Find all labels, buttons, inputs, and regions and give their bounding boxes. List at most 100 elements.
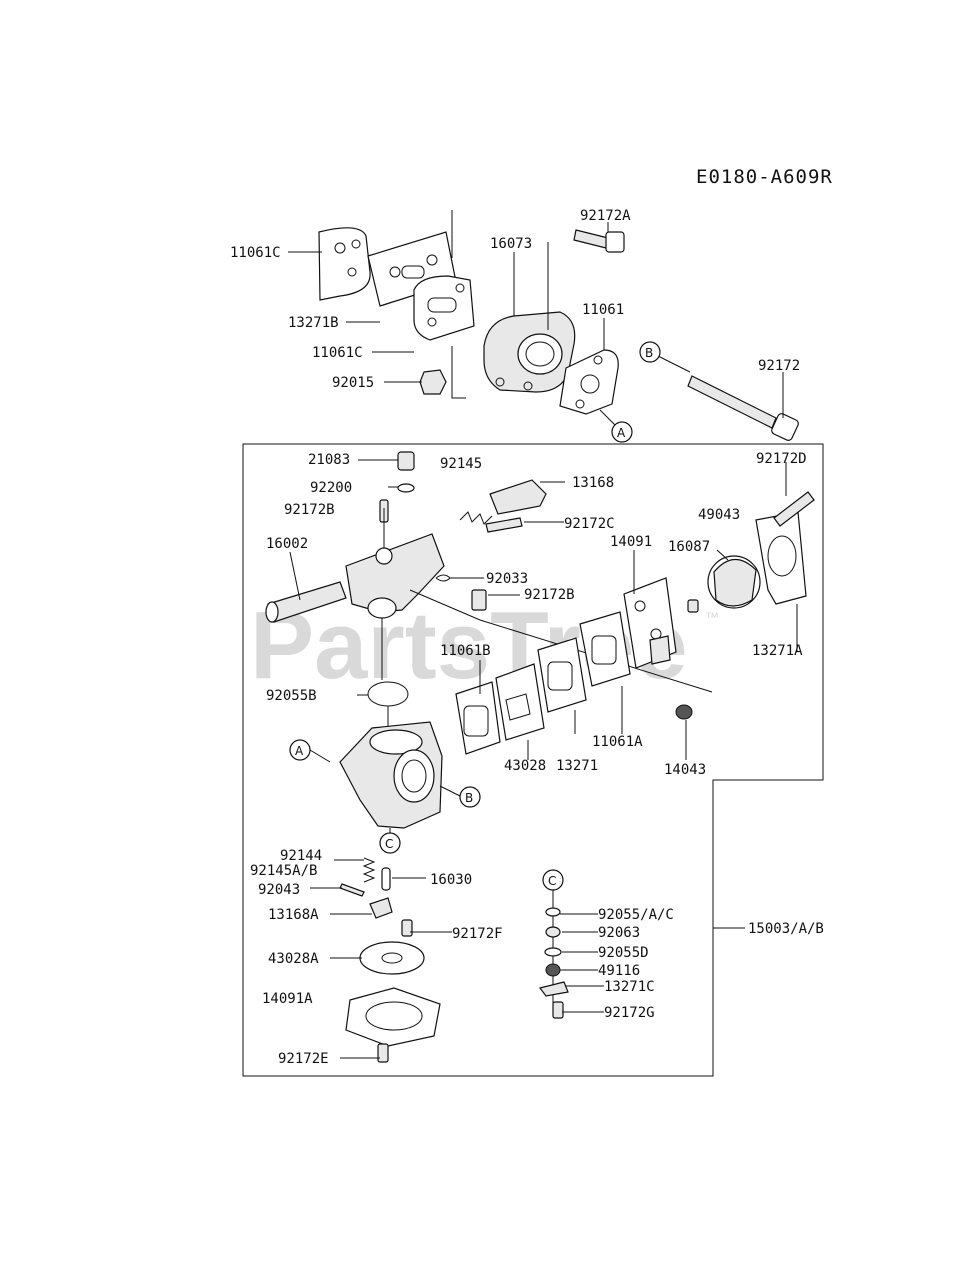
label-92063: 92063	[598, 925, 640, 941]
label-15003AB: 15003/A/B	[748, 921, 824, 937]
diagonal-guide-line	[409, 589, 713, 693]
label-11061B: 11061B	[440, 643, 491, 659]
diaphragm-43028-part	[495, 663, 545, 741]
label-14091A: 14091A	[262, 991, 313, 1007]
insulator-16073-part	[483, 311, 576, 393]
svg-text:B: B	[645, 346, 653, 360]
gasket-13271-part	[537, 637, 587, 713]
label-92172C: 92172C	[564, 516, 615, 532]
label-14043: 14043	[664, 762, 706, 778]
label-11061A: 11061A	[592, 734, 643, 750]
callout-A-body: A	[289, 739, 311, 761]
label-16002: 16002	[266, 536, 308, 552]
o-ring-92200-part	[397, 483, 415, 493]
svg-text:A: A	[295, 744, 304, 758]
label-43028: 43028	[504, 758, 546, 774]
label-92055AC: 92055/A/C	[598, 907, 674, 923]
carburetor-body-16002-part	[265, 533, 445, 623]
svg-text:C: C	[548, 874, 556, 888]
callout-C-column: C	[542, 869, 564, 891]
nut-49116-part	[545, 963, 561, 977]
screw-92172C-part	[485, 517, 523, 533]
label-13168A: 13168A	[268, 907, 319, 923]
callout-A-top: A	[611, 421, 633, 443]
bolt-92172-part	[687, 375, 799, 441]
label-92015: 92015	[332, 375, 374, 391]
label-49116: 49116	[598, 963, 640, 979]
label-11061C-mid: 11061C	[312, 345, 363, 361]
label-92172E: 92172E	[278, 1051, 329, 1067]
label-13271: 13271	[556, 758, 598, 774]
pin-92043-part	[339, 883, 365, 897]
label-92172B-b: 92172B	[524, 587, 575, 603]
label-13271A: 13271A	[752, 643, 803, 659]
label-11061C-top: 11061C	[230, 245, 281, 261]
gasket-guide-line	[451, 210, 466, 399]
bolt-92172A-part	[573, 229, 625, 253]
svg-text:C: C	[385, 837, 393, 851]
gasket-11061C-mid-part	[413, 275, 475, 341]
clip-92033-part	[435, 574, 451, 582]
bracket-13271C-part	[538, 981, 569, 997]
callout-B-top: B	[639, 341, 661, 363]
callout-C-body: C	[379, 832, 401, 854]
screw-92172D-part	[773, 491, 815, 527]
label-92172: 92172	[758, 358, 800, 374]
shaft-13168-part	[489, 479, 547, 515]
label-49043: 49043	[698, 507, 740, 523]
label-16087: 16087	[668, 539, 710, 555]
label-14091: 14091	[610, 534, 652, 550]
gasket-11061-part	[559, 349, 619, 415]
callout-B-body: B	[459, 786, 481, 808]
nut-14043-part	[675, 704, 693, 720]
label-11061: 11061	[582, 302, 624, 318]
gasket-11061A-part	[579, 611, 631, 687]
screw-92172G-part	[552, 1001, 564, 1019]
svg-text:B: B	[465, 791, 473, 805]
diaphragm-43028A-part	[359, 941, 425, 975]
label-92172G: 92172G	[604, 1005, 655, 1021]
label-92145: 92145	[440, 456, 482, 472]
label-92145AB: 92145A/B	[250, 863, 317, 879]
nut-92015-part	[419, 369, 447, 395]
screw-92172B-b-part	[471, 589, 487, 611]
watermark-trademark: ™	[705, 609, 719, 625]
label-92172D: 92172D	[756, 451, 807, 467]
spring-92144-part	[362, 857, 376, 883]
diagram-code: E0180-A609R	[696, 166, 833, 188]
cover-14091A-part	[345, 987, 441, 1047]
lever-13168A-part	[369, 897, 393, 919]
label-92172A: 92172A	[580, 208, 631, 224]
needle-16030-part	[381, 867, 391, 891]
label-92172B-a: 92172B	[284, 502, 335, 518]
cap-16087-part	[707, 555, 761, 609]
leader-lines	[288, 222, 798, 1059]
label-92033: 92033	[486, 571, 528, 587]
label-16073: 16073	[490, 236, 532, 252]
label-13271B: 13271B	[288, 315, 339, 331]
label-92144: 92144	[280, 848, 322, 864]
label-16030: 16030	[430, 872, 472, 888]
label-21083: 21083	[308, 452, 350, 468]
assembly-frame	[242, 443, 824, 1077]
label-92043: 92043	[258, 882, 300, 898]
small-nut-part	[687, 599, 699, 613]
washer-92055D-part	[544, 947, 562, 957]
screw-92172F-part	[401, 919, 413, 937]
spring-92145-part	[459, 511, 493, 525]
label-92172F: 92172F	[452, 926, 503, 942]
gasket-11061B-part	[455, 681, 501, 755]
label-43028A: 43028A	[268, 951, 319, 967]
adjusting-screw-21083-part	[397, 451, 415, 471]
screw-92172E-part	[377, 1043, 389, 1063]
label-13271C: 13271C	[604, 979, 655, 995]
svg-text:A: A	[617, 426, 626, 440]
carburetor-housing-part	[339, 721, 443, 829]
label-13168: 13168	[572, 475, 614, 491]
washer-92063-part	[545, 926, 561, 938]
gasket-11061C-top-part	[318, 227, 371, 301]
washer-92055AC-part	[545, 907, 561, 917]
label-92200: 92200	[310, 480, 352, 496]
label-92055D: 92055D	[598, 945, 649, 961]
